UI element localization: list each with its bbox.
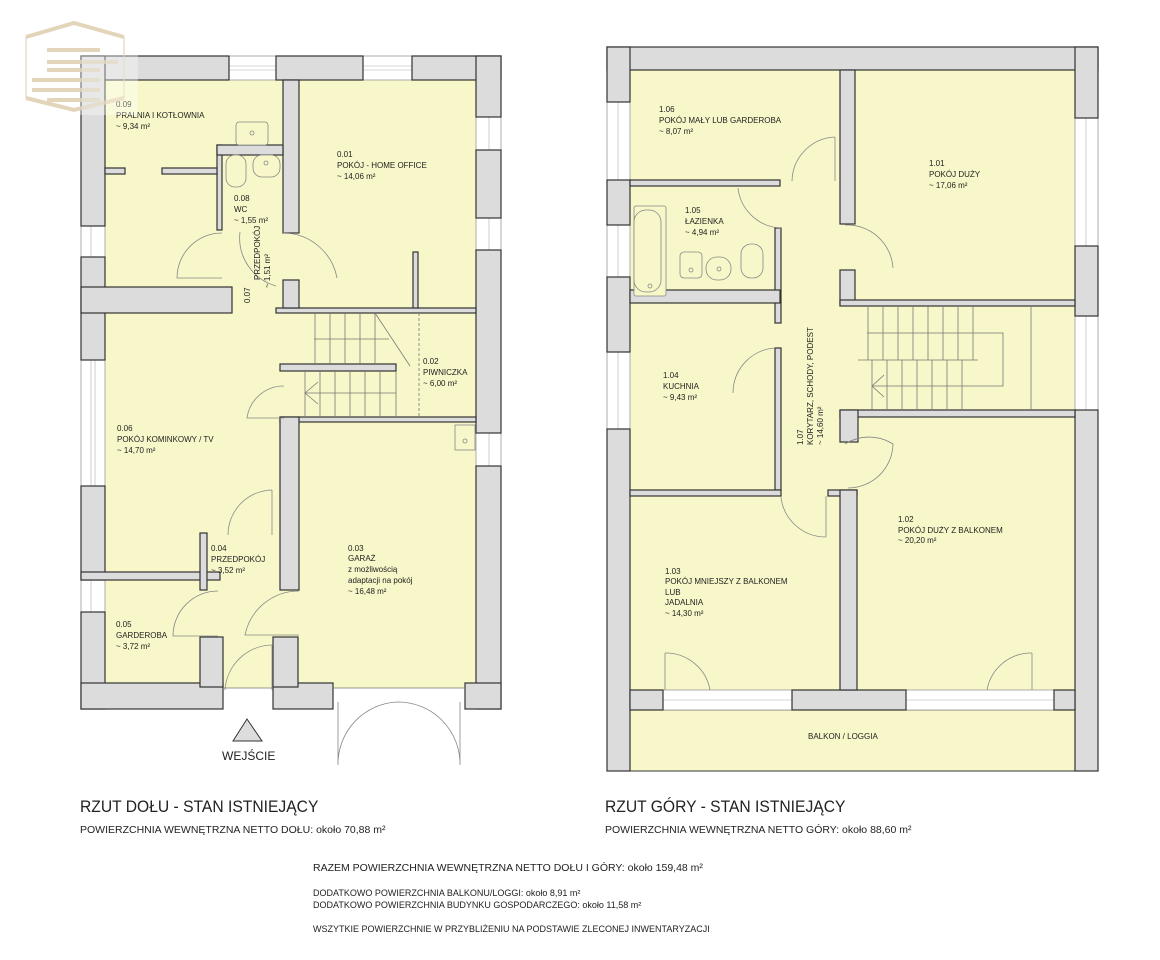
room-label-1.02: 1.02 POKÓJ DUŻY Z BALKONEM ~ 20,20 m² (898, 515, 1003, 545)
entrance-marker-icon (232, 718, 263, 742)
room-label-0.06: 0.06 POKÓJ KOMINKOWY / TV ~ 14,70 m² (117, 424, 214, 455)
svg-text:JADALNIA: JADALNIA (665, 598, 704, 607)
svg-text:0.03: 0.03 (348, 544, 364, 553)
room-label-0.09: 0.09 PRALNIA I KOTŁOWNIA ~ 9,34 m² (116, 100, 205, 131)
svg-text:PIWNICZKA: PIWNICZKA (423, 368, 468, 377)
svg-text:POKÓJ MNIEJSZY Z BALKONEM: POKÓJ MNIEJSZY Z BALKONEM (665, 577, 788, 586)
svg-text:POKÓJ MAŁY LUB GARDEROBA: POKÓJ MAŁY LUB GARDEROBA (659, 116, 782, 125)
company-logo (25, 20, 125, 113)
room-label-1.04: 1.04 KUCHNIA ~ 9,43 m² (663, 371, 700, 402)
ground-floor-title: RZUT DOŁU - STAN ISTNIEJĄCY (80, 797, 319, 816)
svg-text:adaptacji na pokój: adaptacji na pokój (348, 576, 413, 585)
svg-text:~ 6,00 m²: ~ 6,00 m² (423, 379, 457, 388)
svg-text:~ 14,30 m²: ~ 14,30 m² (665, 609, 704, 618)
svg-text:1.03: 1.03 (665, 567, 681, 576)
svg-text:ŁAZIENKA: ŁAZIENKA (685, 217, 724, 226)
room-label-1.01: 1.01 POKÓJ DUŻY ~ 17,06 m² (929, 159, 981, 190)
svg-text:~ 1,51 m²: ~ 1,51 m² (263, 254, 272, 288)
svg-text:0.02: 0.02 (423, 357, 439, 366)
svg-text:~ 3,72 m²: ~ 3,72 m² (116, 642, 150, 651)
svg-text:PRZEDPOKÓJ: PRZEDPOKÓJ (211, 555, 265, 564)
outbuilding-area: DODATKOWO POWIERZCHNIA BUDYNKU GOSPODARC… (313, 900, 642, 910)
svg-text:~ 9,34 m²: ~ 9,34 m² (116, 122, 150, 131)
svg-text:~ 16,48 m²: ~ 16,48 m² (348, 587, 387, 596)
svg-text:~ 4,94 m²: ~ 4,94 m² (685, 228, 719, 237)
total-area: RAZEM POWIERZCHNIA WEWNĘTRZNA NETTO DOŁU… (313, 862, 703, 874)
room-label-1.03: 1.03 POKÓJ MNIEJSZY Z BALKONEM LUB JADAL… (665, 567, 788, 618)
svg-text:~ 8,07 m²: ~ 8,07 m² (659, 127, 693, 136)
svg-text:0.05: 0.05 (116, 620, 132, 629)
svg-text:0.06: 0.06 (117, 424, 133, 433)
upper-floor-title: RZUT GÓRY - STAN ISTNIEJĄCY (605, 797, 846, 816)
upper-floor-plan: 1.06 POKÓJ MAŁY LUB GARDEROBA ~ 8,07 m² … (606, 46, 1099, 772)
svg-text:GARDEROBA: GARDEROBA (116, 631, 168, 640)
ground-floor-area: POWIERZCHNIA WEWNĘTRZNA NETTO DOŁU: okoł… (80, 824, 386, 836)
svg-text:PRZEDPOKÓJ: PRZEDPOKÓJ (253, 226, 262, 280)
room-label-0.08: 0.08 WC ~ 1,55 m² (234, 194, 268, 225)
entrance-label: WEJŚCIE (222, 748, 275, 763)
svg-text:~ 1,55 m²: ~ 1,55 m² (234, 216, 268, 225)
svg-text:~ 14,06 m²: ~ 14,06 m² (337, 172, 376, 181)
svg-text:z możliwością: z możliwością (348, 565, 398, 574)
svg-text:POKÓJ DUŻY: POKÓJ DUŻY (929, 170, 981, 179)
svg-text:POKÓJ DUŻY Z BALKONEM: POKÓJ DUŻY Z BALKONEM (898, 526, 1003, 535)
upper-floor-area: POWIERZCHNIA WEWNĘTRZNA NETTO GÓRY: okoł… (605, 824, 912, 836)
svg-text:1.07: 1.07 (796, 429, 805, 445)
balcony (614, 709, 1091, 772)
svg-text:~ 14,60 m²: ~ 14,60 m² (816, 406, 825, 445)
room-label-0.05: 0.05 GARDEROBA ~ 3,72 m² (116, 620, 168, 651)
svg-text:1.04: 1.04 (663, 371, 679, 380)
svg-text:GARAŻ: GARAŻ (348, 554, 376, 563)
room-label-0.02: 0.02 PIWNICZKA ~ 6,00 m² (423, 357, 468, 388)
svg-text:0.08: 0.08 (234, 194, 250, 203)
svg-text:~ 17,06 m²: ~ 17,06 m² (929, 181, 968, 190)
svg-text:KORYTARZ, SCHODY, PODEST: KORYTARZ, SCHODY, PODEST (806, 327, 815, 445)
room-label-0.04: 0.04 PRZEDPOKÓJ ~ 3,52 m² (211, 544, 265, 575)
balcony-label: BALKON / LOGGIA (808, 732, 878, 741)
balcony-area: DODATKOWO POWIERZCHNIA BALKONU/LOGGI: ok… (313, 888, 581, 898)
room-label-0.01: 0.01 POKÓJ - HOME OFFICE ~ 14,06 m² (337, 150, 427, 181)
svg-text:1.01: 1.01 (929, 159, 945, 168)
svg-text:~ 20,20 m²: ~ 20,20 m² (898, 536, 937, 545)
svg-text:KUCHNIA: KUCHNIA (663, 382, 700, 391)
svg-text:POKÓJ KOMINKOWY / TV: POKÓJ KOMINKOWY / TV (117, 435, 214, 444)
svg-text:0.07: 0.07 (243, 287, 252, 303)
svg-text:1.05: 1.05 (685, 206, 701, 215)
svg-text:WC: WC (234, 205, 248, 214)
svg-text:0.04: 0.04 (211, 544, 227, 553)
svg-text:POKÓJ - HOME OFFICE: POKÓJ - HOME OFFICE (337, 161, 427, 170)
svg-text:1.06: 1.06 (659, 105, 675, 114)
room-label-0.03: 0.03 GARAŻ z możliwością adaptacji na po… (348, 544, 413, 596)
svg-text:~ 9,43 m²: ~ 9,43 m² (663, 393, 697, 402)
svg-text:~ 14,70 m²: ~ 14,70 m² (117, 446, 156, 455)
room-label-1.07: 1.07 KORYTARZ, SCHODY, PODEST ~ 14,60 m² (796, 327, 825, 445)
room-label-0.07: 0.07 PRZEDPOKÓJ ~ 1,51 m² (243, 226, 272, 303)
approximation-note: WSZYTKIE POWIERZCHNIE W PRZYBLIŻENIU NA … (313, 924, 710, 934)
room-label-1.06: 1.06 POKÓJ MAŁY LUB GARDEROBA ~ 8,07 m² (659, 105, 782, 136)
svg-text:0.01: 0.01 (337, 150, 353, 159)
svg-text:PRALNIA I KOTŁOWNIA: PRALNIA I KOTŁOWNIA (116, 111, 205, 120)
svg-text:0.09: 0.09 (116, 100, 132, 109)
room-label-1.05: 1.05 ŁAZIENKA ~ 4,94 m² (685, 206, 724, 237)
ground-floor-plan: WEJŚCIE 0.09 PRALNIA I KOTŁOWNIA ~ 9,34 … (80, 55, 502, 766)
svg-text:~ 3,52 m²: ~ 3,52 m² (211, 566, 245, 575)
svg-text:1.02: 1.02 (898, 515, 914, 524)
svg-text:LUB: LUB (665, 588, 681, 597)
